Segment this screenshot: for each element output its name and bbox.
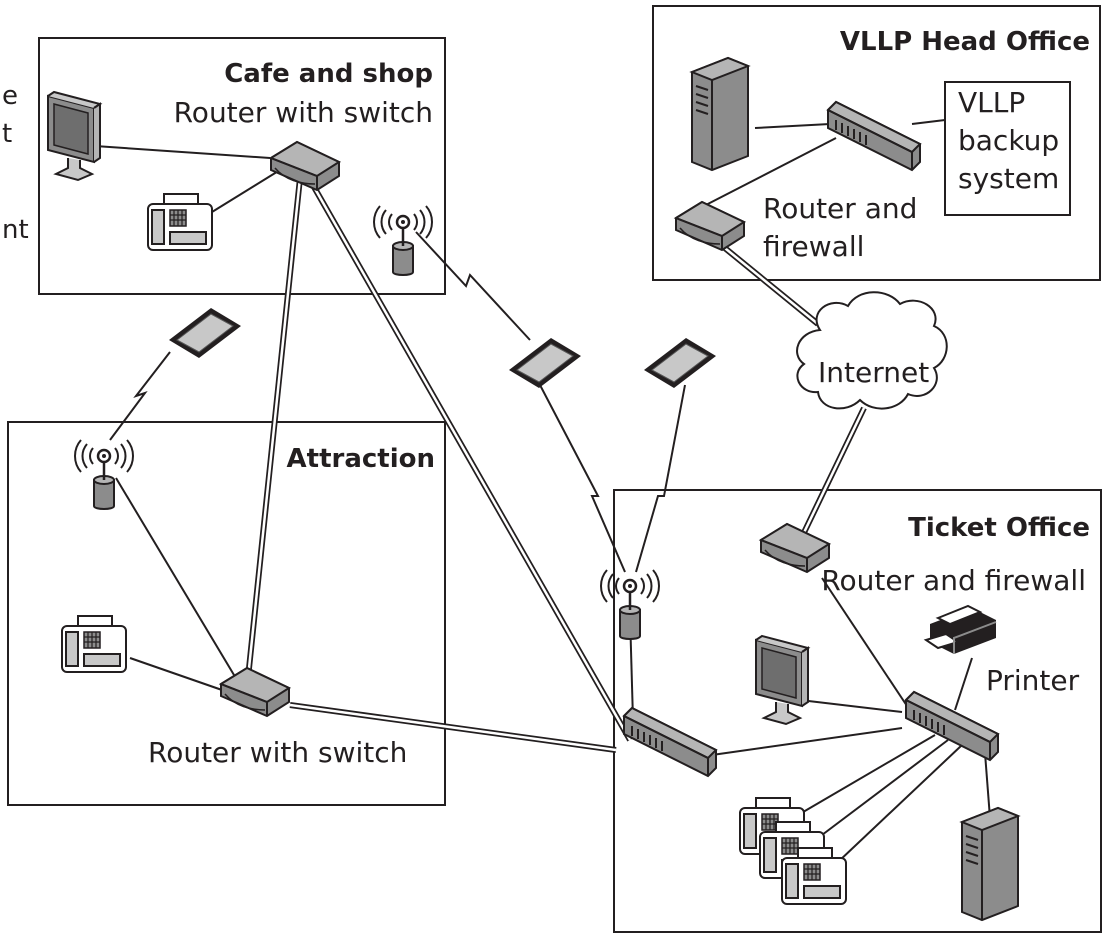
head-office-router-label-line1: Router and <box>763 192 917 225</box>
mobile-tablet-right-icon <box>643 337 717 389</box>
head-office-server-icon <box>691 57 749 171</box>
backup-system-box <box>944 81 1071 216</box>
cables <box>245 177 867 753</box>
attraction-box <box>7 421 446 806</box>
wires <box>94 119 991 863</box>
ticket-office-title: Ticket Office <box>908 513 1090 543</box>
backup-label-line2: backup <box>958 124 1059 157</box>
cropped-text-1: e <box>2 81 18 111</box>
ticket-office-box <box>613 489 1102 933</box>
internet-label: Internet <box>818 356 929 389</box>
internet-cloud-icon <box>796 291 948 410</box>
ticket-router-label: Router and firewall <box>821 564 1086 597</box>
attraction-tablet-icon <box>168 307 242 359</box>
printer-label: Printer <box>986 664 1080 697</box>
cafe-title: Cafe and shop <box>224 59 433 89</box>
mobile-tablet-left-icon <box>508 337 582 389</box>
backup-label-line1: VLLP <box>958 86 1025 119</box>
cropped-text-3: nt <box>2 215 29 245</box>
wireless-links <box>109 231 686 573</box>
backup-label-line3: system <box>958 162 1059 195</box>
cafe-router-label: Router with switch <box>174 96 433 129</box>
attraction-router-label: Router with switch <box>148 736 407 769</box>
ticket-server-icon <box>961 807 1019 921</box>
attraction-title: Attraction <box>287 444 435 474</box>
cropped-text-2: t <box>2 119 12 149</box>
head-office-router-label-line2: firewall <box>763 230 864 263</box>
cafe-shop-box <box>38 37 446 295</box>
head-office-title: VLLP Head Office <box>840 27 1090 57</box>
